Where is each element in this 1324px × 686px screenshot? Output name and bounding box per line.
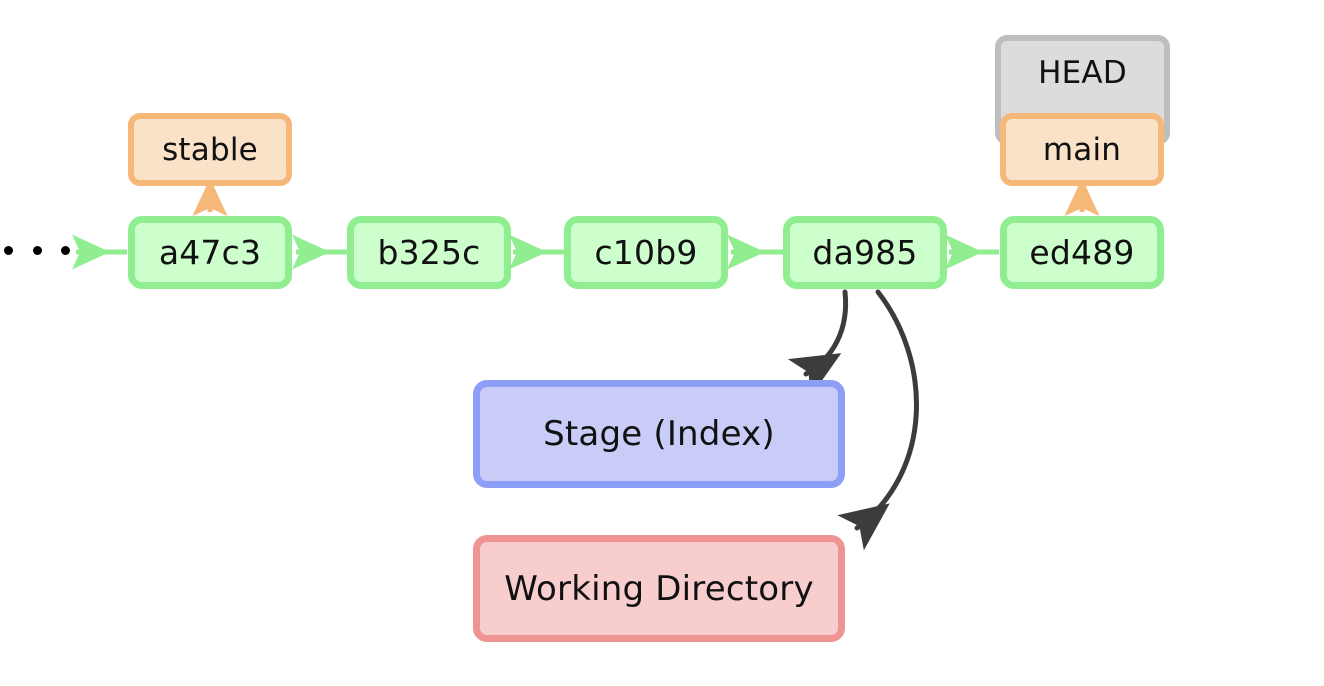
edge-da985-to-stage (787, 289, 849, 398)
history-ellipsis (4, 233, 70, 267)
commit-node-c10b9[interactable]: c10b9 (564, 216, 728, 289)
ellipsis-dot (61, 245, 70, 255)
branch-label-stable[interactable]: stable (128, 113, 292, 186)
working-directory-box[interactable]: Working Directory (473, 535, 845, 642)
branch-label-main[interactable]: main (1000, 113, 1164, 186)
commit-node-b325c[interactable]: b325c (347, 216, 511, 289)
edge-da985-to-working (837, 289, 919, 551)
commit-node-ed489[interactable]: ed489 (1000, 216, 1164, 289)
ellipsis-dot (32, 245, 42, 255)
commit-node-a47c3[interactable]: a47c3 (128, 216, 292, 289)
stage-index-box[interactable]: Stage (Index) (473, 380, 845, 488)
ellipsis-dot (4, 245, 13, 255)
commit-node-da985[interactable]: da985 (783, 216, 947, 289)
